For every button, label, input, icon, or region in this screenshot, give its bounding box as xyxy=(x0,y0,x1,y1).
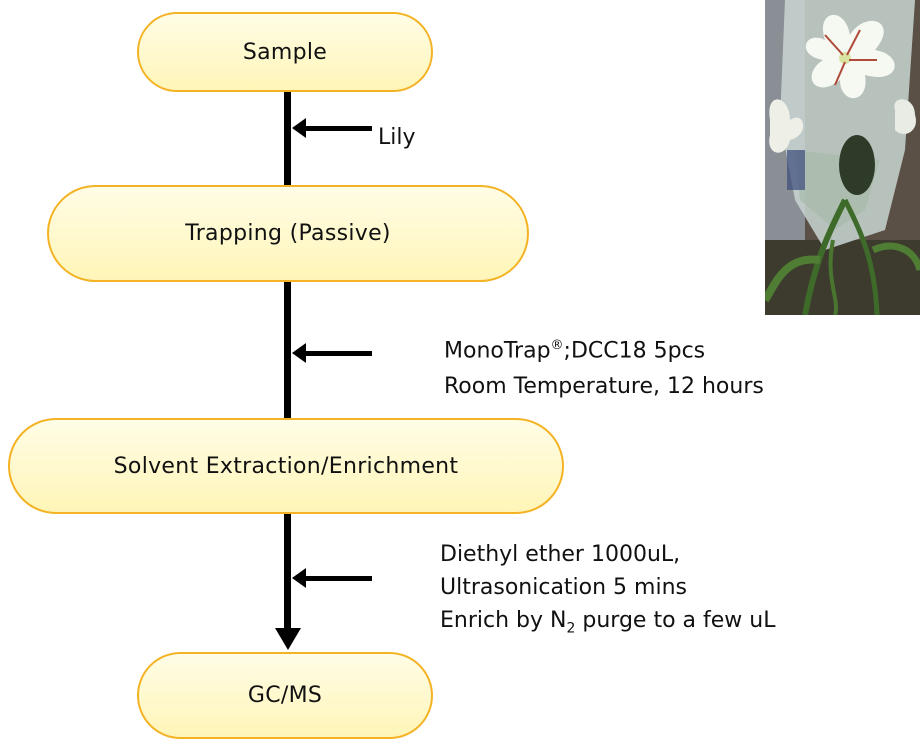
input-arrow-trap xyxy=(292,343,372,363)
lily-photo-drawing xyxy=(765,0,920,315)
extract-line-1: Diethyl ether 1000uL, xyxy=(440,542,681,567)
node-trapping: Trapping (Passive) xyxy=(47,185,529,282)
input-arrow-extract xyxy=(292,568,372,588)
trap-line-1: MonoTrap®;DCC18 5pcs xyxy=(444,338,706,364)
node-gcms: GC/MS xyxy=(137,652,433,739)
node-extraction-label: Solvent Extraction/Enrichment xyxy=(113,453,459,479)
extract-line-2: Ultrasonication 5 mins xyxy=(440,575,687,600)
node-gcms-label: GC/MS xyxy=(247,683,323,708)
trap-conditions: MonoTrap®;DCC18 5pcs Room Temperature, 1… xyxy=(444,330,764,403)
node-trapping-label: Trapping (Passive) xyxy=(185,221,391,246)
input-arrow-lily xyxy=(292,118,372,138)
extraction-conditions: Diethyl ether 1000uL, Ultrasonication 5 … xyxy=(440,538,775,645)
node-sample: Sample xyxy=(137,12,433,92)
trap-line-2: Room Temperature, 12 hours xyxy=(444,374,764,400)
node-sample-label: Sample xyxy=(242,39,328,65)
node-extraction: Solvent Extraction/Enrichment xyxy=(8,418,564,514)
lily-label: Lily xyxy=(378,125,416,150)
arrow-head-down xyxy=(275,628,301,650)
flow-spine xyxy=(284,90,291,630)
extract-line-3: Enrich by N2 purge to a few uL xyxy=(440,608,776,637)
lily-photo xyxy=(765,0,920,315)
